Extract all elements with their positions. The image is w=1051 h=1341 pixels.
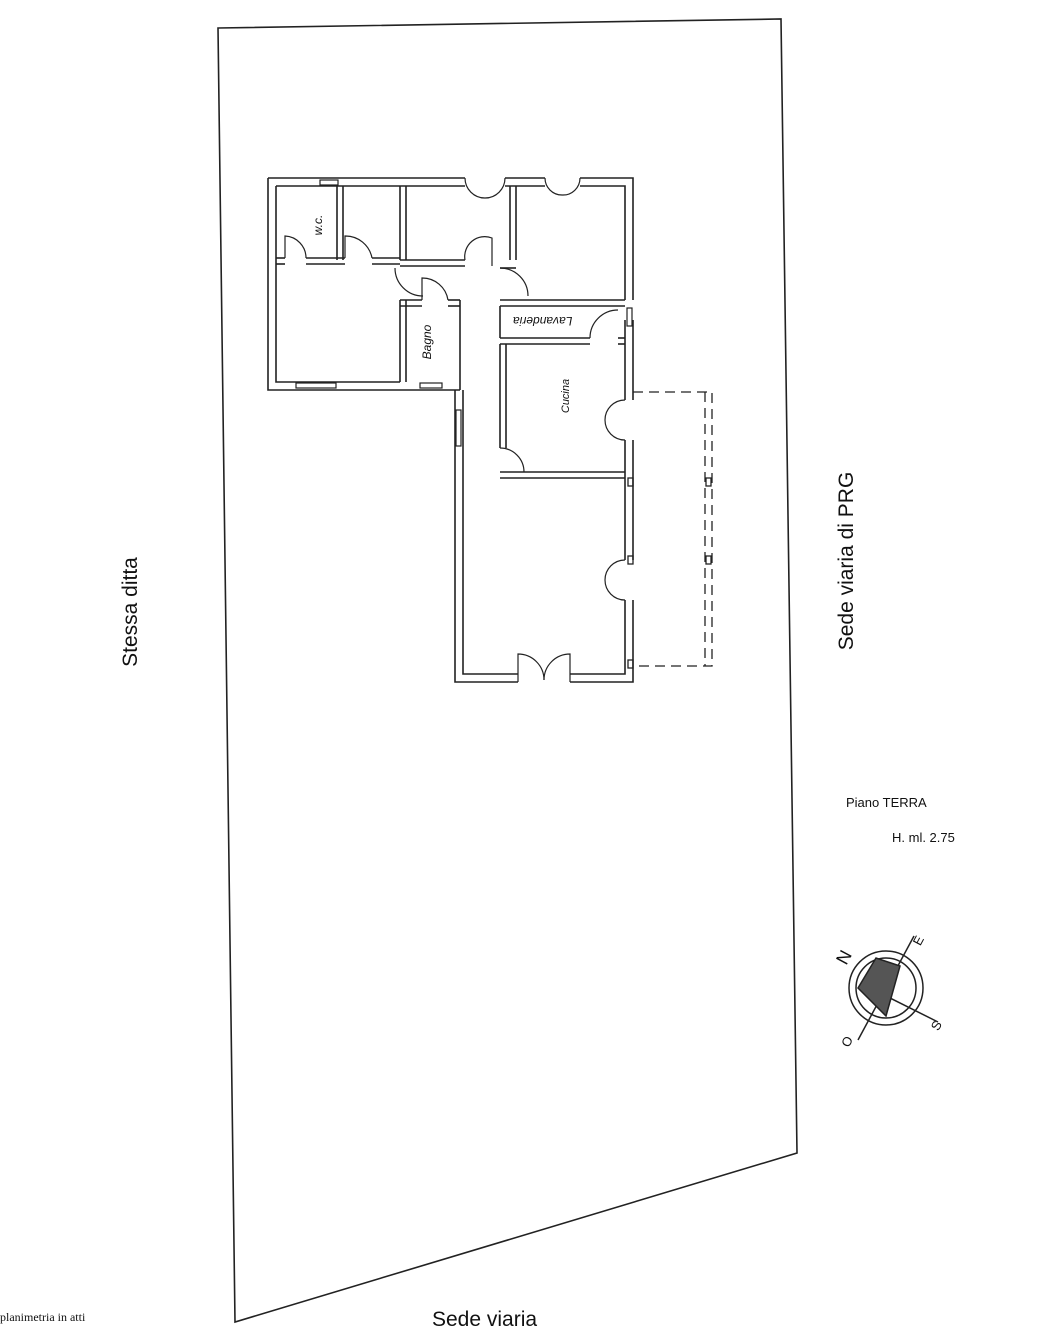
boundary-label-bottom: Sede viaria [432,1308,538,1331]
room-label-lavanderia: Lavanderia [513,314,573,328]
room-label-bagno: Bagno [420,324,434,360]
door-swings [284,177,626,682]
floor-height: H. ml. 2.75 [892,830,955,845]
floor-name: Piano TERRA [846,795,927,810]
porch-posts [627,477,712,669]
room-label-wc: w.c. [311,214,325,236]
house-walls [267,177,634,683]
lot-boundary [217,18,798,1324]
compass-rose [848,935,939,1041]
boundary-label-right: Sede viaria di PRG [835,471,858,651]
footer-note: planimetria in atti [0,1310,86,1324]
windows [295,179,633,447]
boundary-label-left: Stessa ditta [119,557,142,667]
porch-outline [633,391,713,667]
room-label-cucina: Cucina [560,378,572,414]
